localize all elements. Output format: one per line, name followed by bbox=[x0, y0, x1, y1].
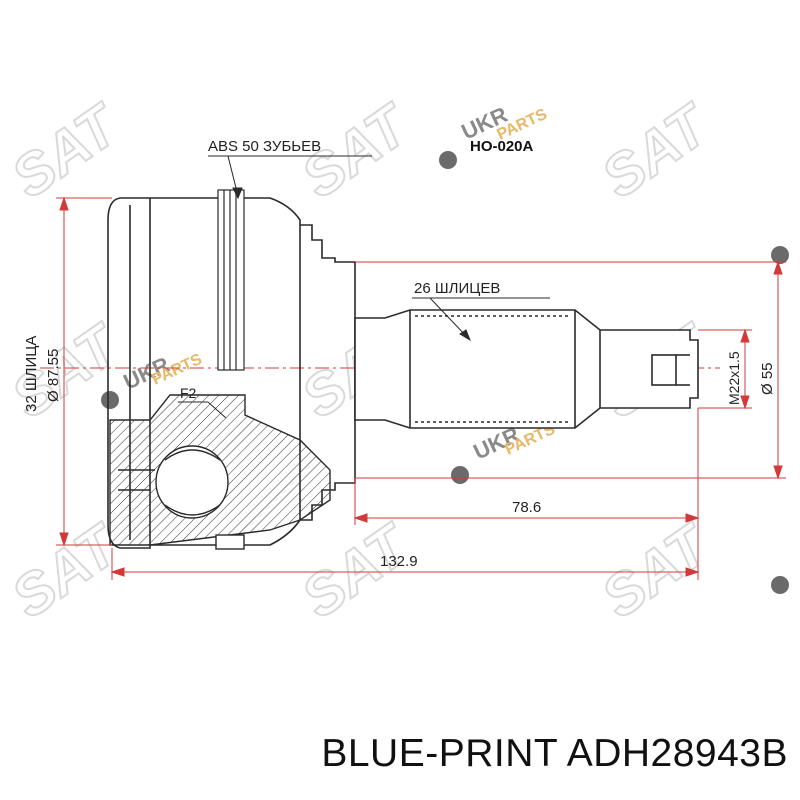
sat-watermark: SAT bbox=[590, 91, 723, 211]
part-code: HO-020A bbox=[470, 138, 534, 155]
abs-label: ABS 50 ЗУБЬЕВ bbox=[208, 138, 321, 155]
flange-diameter-label: Ø 55 bbox=[759, 362, 776, 395]
sat-watermark: SAT bbox=[290, 511, 423, 631]
shaft-length-label: 78.6 bbox=[512, 499, 541, 516]
ball bbox=[155, 445, 229, 519]
f2-label: F2 bbox=[180, 385, 197, 401]
section-view bbox=[109, 394, 331, 550]
thread-label: M22x1.5 bbox=[726, 351, 742, 405]
gear-icon bbox=[771, 246, 789, 264]
gear-icon bbox=[439, 151, 457, 169]
sat-watermark: SAT bbox=[0, 311, 133, 431]
inner-splines-label: 26 ШЛИЦЕВ bbox=[414, 280, 500, 297]
leader-lines bbox=[178, 155, 550, 419]
gear-icon bbox=[101, 391, 119, 409]
ukr-parts-watermark: UKR PARTS bbox=[439, 102, 550, 169]
total-length-label: 132.9 bbox=[380, 553, 418, 570]
gear-icon bbox=[451, 466, 469, 484]
dimension-lines bbox=[56, 196, 786, 580]
ukr-parts-watermark: UKR PARTS bbox=[451, 421, 558, 484]
part-caption: BLUE-PRINT ADH28943B bbox=[321, 732, 788, 775]
footer: BLUE-PRINT ADH28943B bbox=[0, 708, 800, 798]
abs-ring bbox=[217, 189, 245, 371]
outer-diameter-label: Ø 87.55 bbox=[45, 349, 62, 402]
sat-watermark: SAT bbox=[0, 91, 133, 211]
sat-watermark: SAT bbox=[590, 511, 723, 631]
shaft bbox=[354, 309, 699, 429]
gear-icon bbox=[771, 576, 789, 594]
outer-splines-label: 32 ШЛИЦА bbox=[23, 336, 40, 412]
